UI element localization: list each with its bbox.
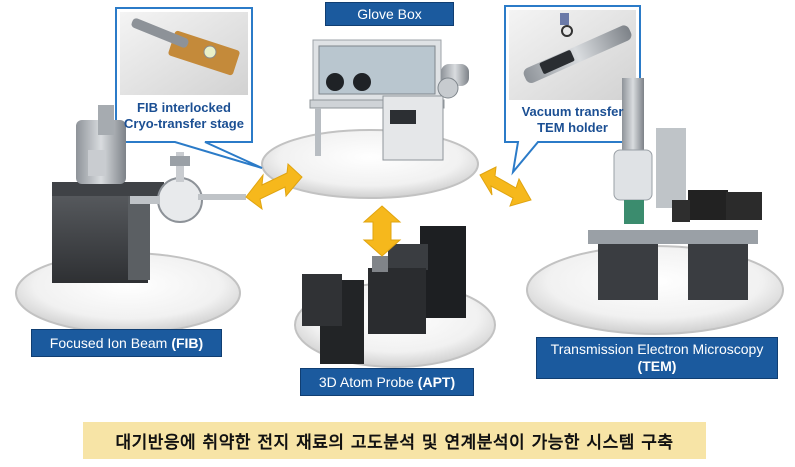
callout-fib-stage-text: FIB interlocked Cryo-transfer stage [118,100,250,132]
summary-banner: 대기반응에 취약한 전지 재료의 고도분석 및 연계분석이 가능한 시스템 구축 [83,422,706,459]
callout-fib-line1: FIB interlocked [137,100,231,115]
tem-equipment [588,78,762,300]
double-arrows [245,162,532,257]
arrow-fib-glovebox [245,162,303,211]
label-fib: Focused Ion Beam (FIB) [31,329,222,357]
callout-tem-line2: TEM holder [537,120,608,135]
label-apt-main: 3D Atom Probe [318,374,414,390]
callout-fib-line2: Cryo-transfer stage [124,116,244,131]
fib-equipment [52,105,246,283]
label-fib-abbr: (FIB) [171,335,204,351]
label-tem-abbr: (TEM) [637,358,677,374]
label-fib-main: Focused Ion Beam [49,335,168,351]
label-glove-box-text: Glove Box [357,6,422,22]
apt-equipment [302,226,466,364]
summary-banner-text: 대기반응에 취약한 전지 재료의 고도분석 및 연계분석이 가능한 시스템 구축 [115,433,674,453]
callout-fib-stage [115,7,263,169]
label-glove-box: Glove Box [325,2,454,26]
callout-tem-holder-text: Vacuum transfer TEM holder [507,104,638,136]
arrow-glovebox-tem [479,166,532,207]
glove-box-equipment [309,39,469,161]
label-tem: Transmission Electron Microscopy (TEM) [536,337,778,379]
callout-tem-holder [504,5,641,176]
arrow-glovebox-apt [362,205,402,257]
disc-glove-box [261,129,479,199]
label-tem-line1: Transmission Electron Microscopy [550,341,764,357]
callout-tem-line1: Vacuum transfer [521,104,624,119]
label-apt-abbr: (APT) [417,374,456,390]
label-apt: 3D Atom Probe (APT) [300,368,474,396]
